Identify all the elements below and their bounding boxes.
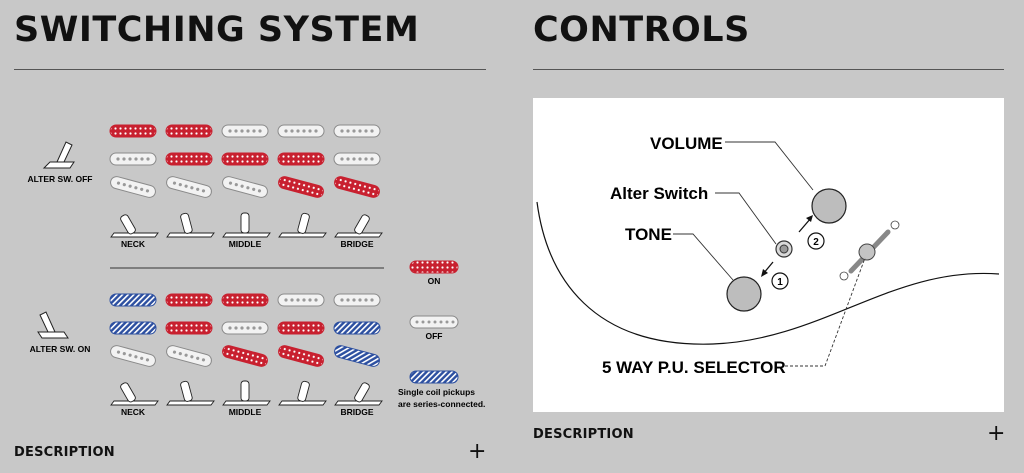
pickup-off	[110, 176, 156, 198]
pickup-off	[110, 345, 156, 367]
alter-on-label: ALTER SW. ON	[30, 344, 91, 354]
pickup-on	[334, 176, 380, 198]
switching-description-toggle[interactable]: DESCRIPTION	[14, 445, 115, 460]
pickup-off	[333, 152, 381, 166]
pickup-on	[278, 176, 324, 198]
selector-leader	[785, 257, 866, 367]
selector-lever-icon	[110, 382, 159, 406]
plus-icon[interactable]: +	[468, 439, 487, 464]
pickup-off	[277, 124, 325, 138]
volume-knob-icon	[811, 188, 847, 224]
pickup-off	[166, 176, 212, 198]
plus-icon[interactable]: +	[987, 421, 1006, 446]
alter-switch-leader	[715, 192, 777, 245]
controls-divider	[533, 69, 1004, 70]
position-1-number: 1	[777, 277, 783, 288]
pickup-on	[109, 124, 157, 138]
alter-switch-label: Alter Switch	[610, 184, 708, 203]
switching-divider	[14, 69, 486, 70]
pickup-off	[333, 124, 381, 138]
position-2-number: 2	[813, 237, 819, 248]
position-label-middle: MIDDLE	[229, 407, 262, 417]
toggle-switch-icon	[37, 311, 69, 339]
pickup-series	[109, 321, 157, 335]
pickup-on	[221, 152, 269, 166]
legend-on-label: ON	[428, 276, 441, 286]
pickup-on	[277, 152, 325, 166]
selector-lever-icon	[166, 212, 215, 238]
tone-knob-icon	[726, 276, 762, 312]
pickup-on	[222, 345, 268, 367]
pickup-on	[278, 345, 324, 367]
position-2-badge	[807, 232, 825, 250]
position-1-badge	[771, 272, 789, 290]
pickup-on	[165, 321, 213, 335]
selector-lever-icon	[839, 220, 900, 281]
position-levers	[110, 212, 383, 406]
controls-diagram: 2 1 VOLUME Alter Switch TONE 5 WAY P.U. …	[533, 98, 1004, 412]
position-label-neck: NECK	[121, 407, 146, 417]
pickup-series	[334, 345, 380, 367]
pickup-on	[165, 152, 213, 166]
legend-series-line2: are series-connected.	[398, 399, 485, 409]
selector-lever-icon	[278, 380, 327, 406]
pickup-off	[277, 293, 325, 307]
pickup-off	[222, 176, 268, 198]
position-label-middle: MIDDLE	[229, 239, 262, 249]
position-label-neck: NECK	[121, 239, 146, 249]
selector-lever-icon	[166, 380, 215, 406]
volume-label: VOLUME	[650, 134, 723, 153]
toggle-switch-icon	[42, 141, 75, 169]
legend-off-label: OFF	[426, 331, 443, 341]
selector-lever-icon	[110, 214, 159, 238]
pickup-series	[109, 293, 157, 307]
controls-title: CONTROLS	[533, 10, 750, 50]
volume-leader	[725, 141, 814, 191]
pickup-off	[166, 345, 212, 367]
pickup-off	[221, 321, 269, 335]
pickup-on	[221, 293, 269, 307]
selector-lever-icon	[334, 382, 383, 406]
pickup-off	[221, 124, 269, 138]
position-label-bridge: BRIDGE	[340, 239, 373, 249]
pickup-on	[165, 293, 213, 307]
selector-lever-icon	[278, 212, 327, 238]
pickup-off	[109, 152, 157, 166]
pickup-on	[277, 321, 325, 335]
selector-lever-icon	[222, 380, 271, 406]
position-label-bridge: BRIDGE	[340, 407, 373, 417]
alter-off-pickup-grid	[109, 124, 381, 198]
alter-on-pickup-grid	[109, 293, 381, 367]
selector-label: 5 WAY P.U. SELECTOR	[602, 358, 786, 377]
alter-off-label: ALTER SW. OFF	[27, 174, 92, 184]
pickup-on	[165, 124, 213, 138]
selector-lever-icon	[334, 214, 383, 238]
pickup-off	[333, 293, 381, 307]
selector-lever-icon	[222, 212, 271, 238]
alter-switch-icon	[775, 240, 793, 258]
pickup-series	[333, 321, 381, 335]
legend-on-swatch	[409, 260, 459, 274]
controls-description-toggle[interactable]: DESCRIPTION	[533, 427, 634, 442]
switching-system-title: SWITCHING SYSTEM	[14, 10, 420, 50]
legend-series-swatch	[409, 370, 459, 384]
legend-series-line1: Single coil pickups	[398, 387, 475, 397]
legend-off-dots	[415, 320, 455, 324]
tone-leader	[673, 233, 734, 281]
switching-diagram: ALTER SW. OFF ALTER SW. ON NECK MIDDLE B…	[27, 124, 485, 417]
tone-label: TONE	[625, 225, 672, 244]
guitar-body-outline	[536, 201, 1000, 345]
